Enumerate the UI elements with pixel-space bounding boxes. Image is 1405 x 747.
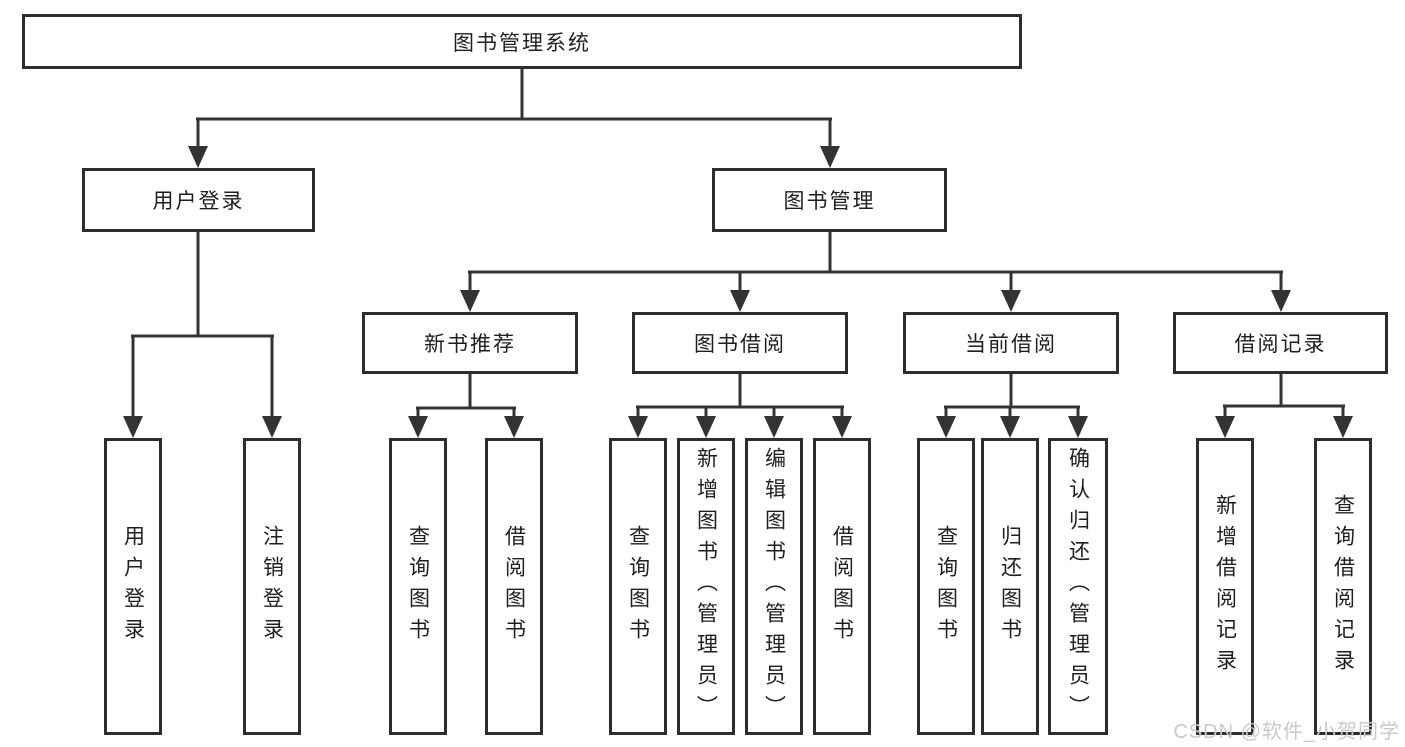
node-label: 借阅记录 xyxy=(1234,333,1327,356)
node-label: 借阅图书 xyxy=(502,524,526,649)
node-label: 查询图书 xyxy=(934,524,958,649)
leaf-query-borrow-record: 查询借阅记录 xyxy=(1314,438,1372,735)
node-label: 查询借阅记录 xyxy=(1331,493,1355,680)
node-label: 注销登录 xyxy=(260,524,284,649)
connector-root xyxy=(196,69,832,148)
leaf-user-login: 用户登录 xyxy=(104,438,162,735)
arrow-down-icon xyxy=(123,416,143,438)
leaf-logout: 注销登录 xyxy=(243,438,301,735)
arrow-down-icon xyxy=(832,416,852,438)
arrow-down-icon xyxy=(1001,290,1021,312)
leaf-borrow-books: 借阅图书 xyxy=(813,438,871,735)
node-label: 查询图书 xyxy=(406,524,430,649)
node-book-management: 图书管理 xyxy=(712,168,947,232)
node-library-management-system: 图书管理系统 xyxy=(22,14,1022,69)
node-user-login: 用户登录 xyxy=(82,168,315,232)
node-label: 新书推荐 xyxy=(424,333,516,356)
node-label: 编辑图书（管理员） xyxy=(762,447,786,726)
connector-new-book-recommendation xyxy=(416,374,516,418)
node-label: 借阅图书 xyxy=(830,524,854,649)
node-label: 归还图书 xyxy=(998,524,1022,649)
node-label: 新增图书（管理员） xyxy=(694,447,718,726)
arrow-down-icon xyxy=(504,416,524,438)
leaf-confirm-return-admin: 确认归还（管理员） xyxy=(1048,438,1108,735)
arrow-down-icon xyxy=(696,416,716,438)
leaf-borrow-books: 借阅图书 xyxy=(485,438,543,735)
arrow-down-icon xyxy=(262,416,282,438)
leaf-return-books: 归还图书 xyxy=(981,438,1039,735)
arrow-down-icon xyxy=(820,146,840,168)
node-new-book-recommendation: 新书推荐 xyxy=(362,312,578,374)
node-label: 当前借阅 xyxy=(965,333,1057,356)
leaf-edit-books-admin: 编辑图书（管理员） xyxy=(745,438,803,735)
node-current-borrowing: 当前借阅 xyxy=(903,312,1119,374)
arrow-down-icon xyxy=(188,146,208,168)
node-label: 确认归还（管理员） xyxy=(1066,447,1090,726)
arrow-down-icon xyxy=(408,416,428,438)
node-book-borrowing: 图书借阅 xyxy=(632,312,848,374)
arrow-down-icon xyxy=(1068,416,1088,438)
connector-book-borrowing xyxy=(636,374,844,418)
arrow-down-icon xyxy=(1000,416,1020,438)
leaf-query-books: 查询图书 xyxy=(389,438,447,735)
connector-borrowing-records xyxy=(1223,374,1345,418)
node-label: 图书借阅 xyxy=(694,333,786,356)
arrow-down-icon xyxy=(730,290,750,312)
node-label: 图书管理系统 xyxy=(453,31,591,55)
leaf-query-books: 查询图书 xyxy=(917,438,975,735)
node-label: 用户登录 xyxy=(152,190,245,213)
arrow-down-icon xyxy=(764,416,784,438)
node-label: 新增借阅记录 xyxy=(1213,493,1237,680)
node-label: 图书管理 xyxy=(783,190,876,213)
arrow-down-icon xyxy=(936,416,956,438)
arrow-down-icon xyxy=(628,416,648,438)
node-label: 用户登录 xyxy=(121,524,145,649)
csdn-watermark: CSDN @软件_小贺同学 xyxy=(1173,721,1400,743)
arrow-down-icon xyxy=(1271,290,1291,312)
leaf-add-books-admin: 新增图书（管理员） xyxy=(677,438,735,735)
connector-current-borrowing xyxy=(944,374,1080,418)
connector-user-login xyxy=(131,232,274,418)
node-borrowing-records: 借阅记录 xyxy=(1173,312,1388,374)
leaf-query-books: 查询图书 xyxy=(609,438,667,735)
connector-book-management xyxy=(468,232,1283,292)
arrow-down-icon xyxy=(1215,416,1235,438)
arrow-down-icon xyxy=(1333,416,1353,438)
arrow-down-icon xyxy=(460,290,480,312)
node-label: 查询图书 xyxy=(626,524,650,649)
leaf-add-borrow-record: 新增借阅记录 xyxy=(1196,438,1254,735)
arrowheads xyxy=(123,146,1353,438)
